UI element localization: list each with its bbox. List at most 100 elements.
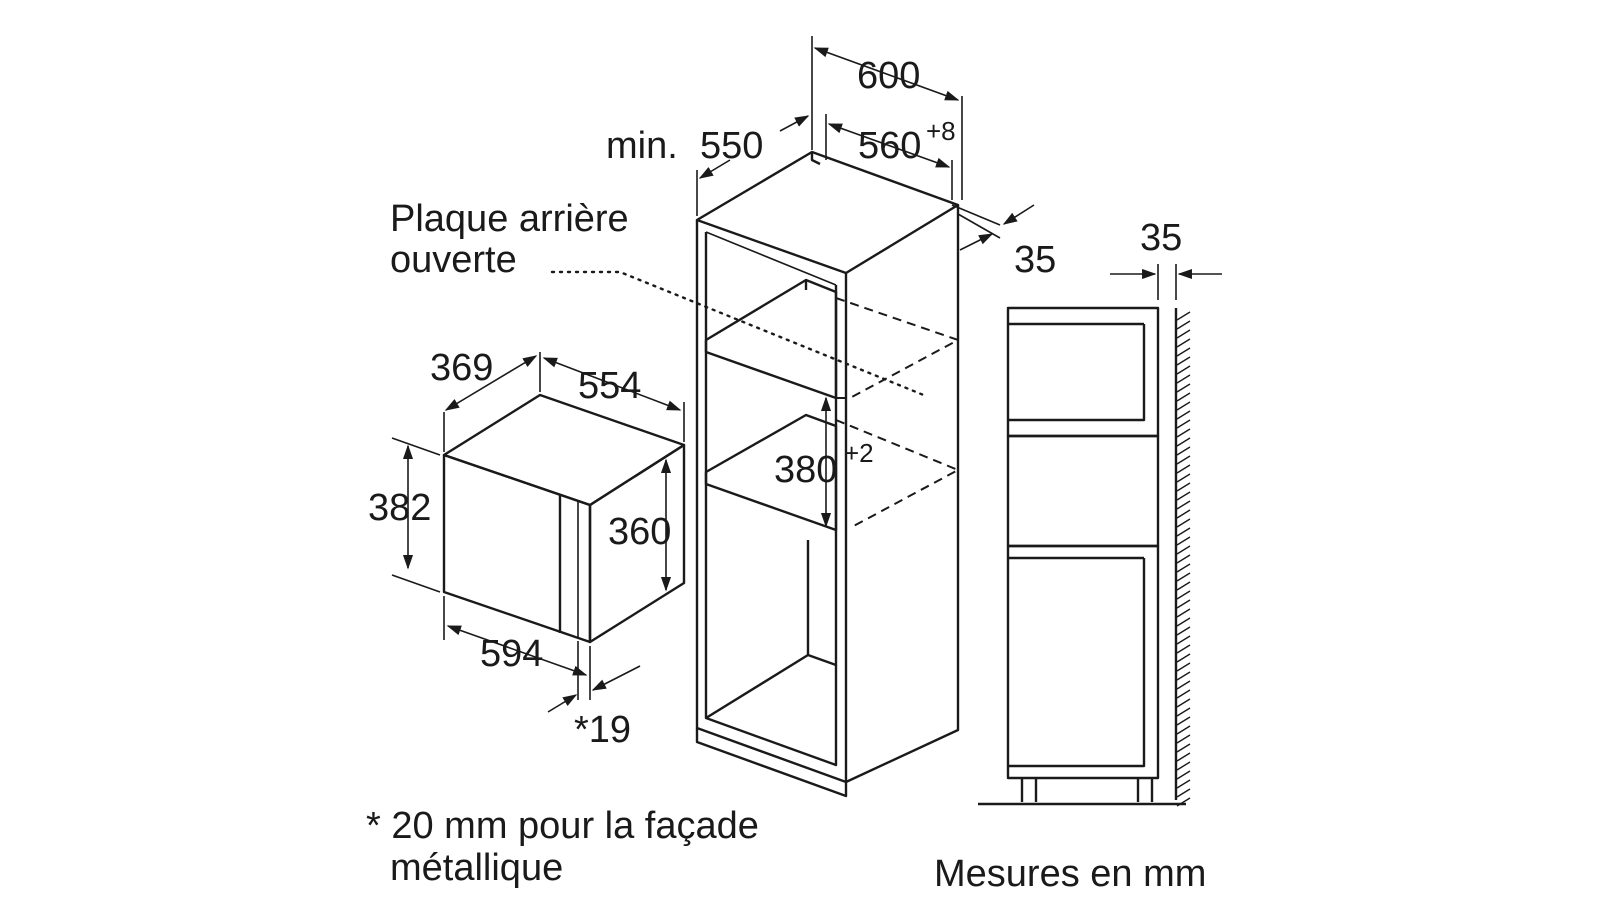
label-19: *19 [574, 709, 631, 751]
wall-hatch-stroke [1176, 482, 1191, 492]
units-label: Mesures en mm [934, 853, 1206, 895]
label-369: 369 [430, 347, 493, 389]
wall-hatch-stroke [1176, 320, 1191, 330]
cabinet-top-face [695, 150, 960, 275]
dim-19-arrow-right [591, 665, 641, 691]
dim-35-top-arrow-b [959, 233, 994, 251]
label-35-top: 35 [1014, 239, 1056, 281]
label-560-tolerance: +8 [926, 116, 956, 146]
label-plaque-line1: Plaque arrière [390, 198, 629, 240]
wall-hatch-stroke [1176, 419, 1191, 429]
note-line1: * 20 mm pour la façade [366, 805, 759, 847]
wall-hatch-stroke [1176, 752, 1191, 762]
wall-hatch-stroke [1176, 365, 1191, 375]
plaque-leader-line [550, 270, 928, 398]
side-lower-compartment [1006, 544, 1160, 780]
wall-hatch-stroke [1176, 392, 1191, 402]
wall-hatch-stroke [1176, 446, 1191, 456]
cabinet-plinth [695, 728, 848, 798]
side-upper-compartment [1006, 306, 1160, 438]
wall-hatch-stroke [1176, 779, 1191, 789]
microwave-front-face [442, 453, 592, 644]
wall-hatch-stroke [1176, 734, 1191, 744]
wall-hatch-stroke [1176, 518, 1191, 528]
label-594: 594 [480, 633, 543, 675]
wall-hatch-stroke [1176, 500, 1191, 510]
wall-hatch-stroke [1176, 671, 1191, 681]
dim-19-arrow-left [547, 694, 578, 713]
wall-hatch-stroke [1176, 572, 1191, 582]
cabinet-back-notch [810, 152, 821, 166]
wall-hatch-stroke [1176, 689, 1191, 699]
dim-594-line [446, 625, 588, 676]
microwave-side-face [588, 443, 686, 644]
wall-hatch-stroke [1176, 617, 1191, 627]
wall-hatch-stroke [1176, 491, 1191, 501]
dim-600-line [813, 47, 960, 101]
side-middle-panel [1006, 434, 1160, 548]
wall-hatch-stroke [1176, 536, 1191, 546]
wall-hatch-stroke [1176, 401, 1191, 411]
cabinet-inner-left [704, 232, 838, 767]
wall-hatch-stroke [1176, 527, 1191, 537]
wall-hatch-stroke [1176, 698, 1191, 708]
side-view-drawing [978, 264, 1222, 807]
cabinet-drawing [550, 36, 1035, 798]
microwave-top-face [442, 393, 686, 507]
wall-hatch-stroke [1176, 329, 1191, 339]
wall-hatch-stroke [1176, 509, 1191, 519]
dim-369-line [444, 355, 538, 411]
wall-hatch-stroke [1176, 626, 1191, 636]
label-382: 382 [368, 487, 431, 529]
wall-hatch-stroke [1176, 563, 1191, 573]
wall-hatch-stroke [1176, 770, 1191, 780]
label-380-tolerance: +2 [844, 438, 874, 468]
wall-hatching [1176, 311, 1191, 807]
wall-hatch-stroke [1176, 356, 1191, 366]
wall-hatch-stroke [1176, 581, 1191, 591]
label-600: 600 [857, 55, 920, 97]
dim-550-line [779, 115, 810, 132]
wall-hatch-stroke [1176, 464, 1191, 474]
wall-hatch-stroke [1176, 608, 1191, 618]
label-min: min. [606, 125, 678, 167]
dim-35-top-arrow-a [1002, 204, 1035, 225]
wall-hatch-stroke [1176, 707, 1191, 717]
wall-hatch-stroke [1176, 599, 1191, 609]
wall-hatch-stroke [1176, 554, 1191, 564]
wall-hatch-stroke [1176, 374, 1191, 384]
wall-hatch-stroke [1176, 383, 1191, 393]
label-35-side: 35 [1140, 217, 1182, 259]
cabinet-lower-shelf [704, 413, 838, 532]
wall-hatch-stroke [1176, 761, 1191, 771]
label-plaque-line2: ouverte [390, 239, 517, 281]
wall-hatch-stroke [1176, 716, 1191, 726]
label-554: 554 [578, 365, 641, 407]
wall-hatch-stroke [1176, 455, 1191, 465]
cabinet-side [845, 205, 960, 784]
wall-hatch-stroke [1176, 347, 1191, 357]
cabinet-upper-shelf [704, 278, 838, 400]
cabinet-front [695, 220, 848, 784]
wall-hatch-stroke [1176, 662, 1191, 672]
wall-hatch-stroke [1176, 311, 1191, 321]
wall-hatch-stroke [1176, 635, 1191, 645]
label-360: 360 [608, 511, 671, 553]
wall-hatch-stroke [1176, 338, 1191, 348]
label-380: 380 [774, 449, 837, 491]
wall-hatch-stroke [1176, 545, 1191, 555]
wall-hatch-stroke [1176, 473, 1191, 483]
wall-hatch-stroke [1176, 410, 1191, 420]
microwave-drawing [391, 352, 686, 713]
dim-554-line [542, 357, 682, 411]
wall-hatch-stroke [1176, 428, 1191, 438]
note-line2: métallique [390, 847, 563, 889]
wall-hatch-stroke [1176, 743, 1191, 753]
wall-hatch-stroke [1176, 788, 1191, 798]
wall-hatch-stroke [1176, 797, 1191, 807]
wall-hatch-stroke [1176, 725, 1191, 735]
label-550: 550 [700, 125, 763, 167]
dim-560-line [827, 123, 951, 168]
wall-hatch-stroke [1176, 437, 1191, 447]
